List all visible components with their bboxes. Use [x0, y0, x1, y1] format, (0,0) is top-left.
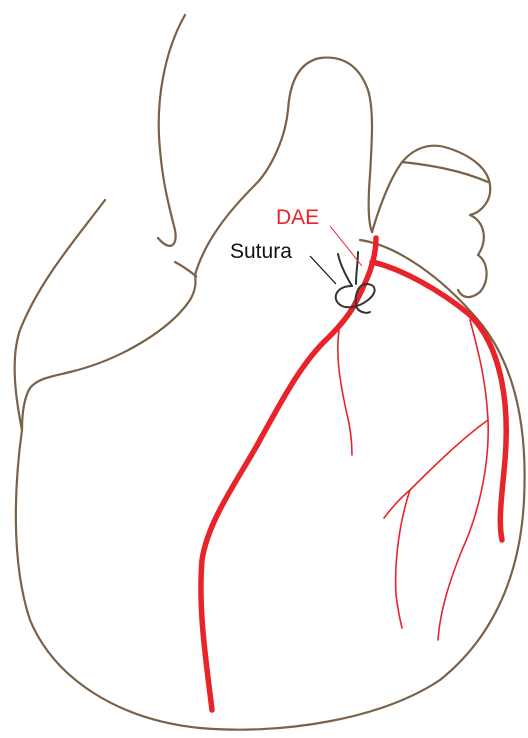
diagonal-branch: [338, 330, 352, 455]
sutura-leader-line: [310, 256, 336, 284]
coronary-arteries: [201, 238, 506, 710]
appendage-lobe-line: [402, 162, 488, 182]
sutura-label: Sutura: [230, 240, 292, 263]
heart-left-contour: [15, 200, 105, 430]
marginal-branch-2: [384, 420, 488, 518]
marginal-branch-3: [396, 490, 410, 628]
anterior-descending-artery: [201, 238, 376, 710]
marginal-branch-1: [438, 320, 488, 640]
atrial-fold: [22, 275, 195, 430]
heart-outline: [15, 15, 525, 730]
dae-label: DAE: [276, 206, 319, 229]
heart-main-contour: [16, 240, 525, 730]
dae-leader-line: [330, 226, 362, 266]
aorta-left-wall: [158, 15, 185, 246]
suture-knot: [336, 252, 375, 313]
